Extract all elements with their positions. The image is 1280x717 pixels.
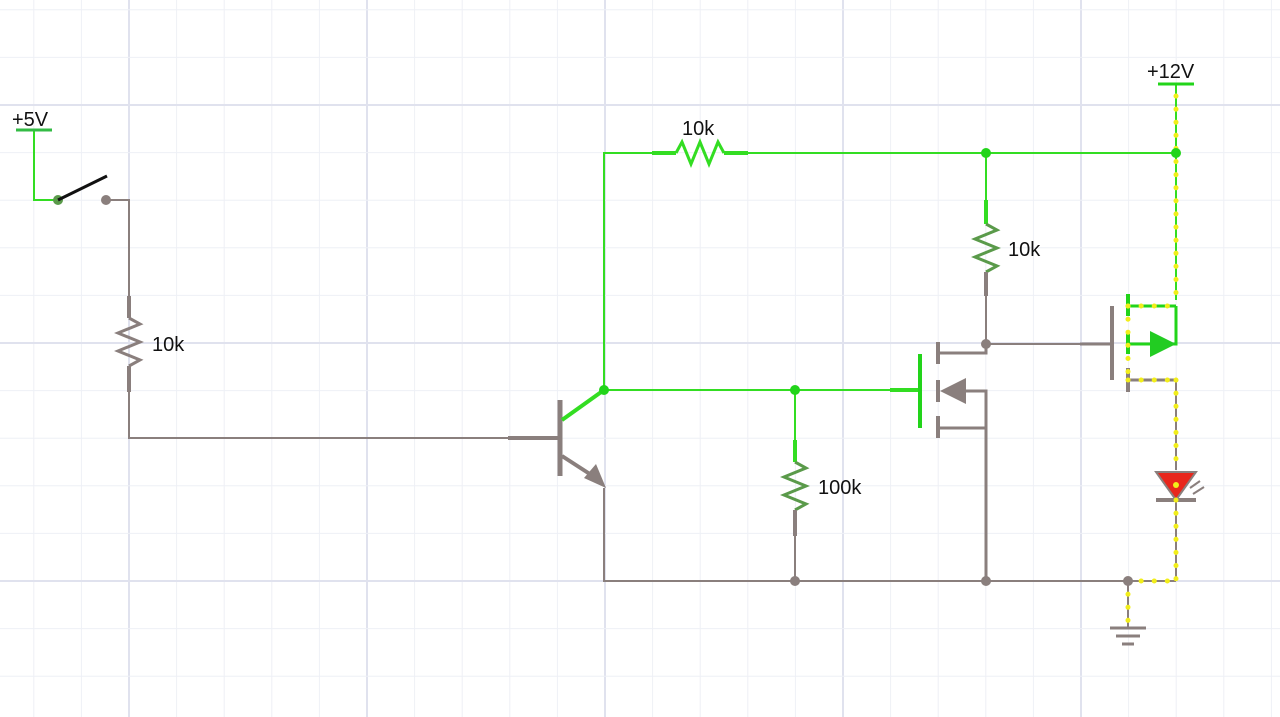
node-12v — [1171, 148, 1181, 158]
supply-5v: +5V — [12, 109, 52, 132]
supply-5v-label: +5V — [12, 109, 49, 131]
node-ground-b — [981, 576, 991, 586]
inactive-wires — [106, 199, 1177, 628]
node-ground-c — [1123, 576, 1133, 586]
resistor-pullup[interactable]: 10k — [971, 200, 1041, 296]
junction-nodes — [599, 148, 1181, 586]
resistor-pulldown[interactable]: 100k — [780, 440, 862, 536]
supply-12v-label: +12V — [1147, 61, 1195, 83]
resistor-pulldown-label: 100k — [818, 477, 862, 499]
supply-12v: +12V — [1147, 61, 1195, 86]
node-pmos-gate — [981, 339, 991, 349]
resistor-input-label: 10k — [152, 334, 185, 356]
resistor-input[interactable]: 10k — [114, 296, 185, 392]
npn-transistor[interactable] — [508, 388, 606, 488]
resistor-pullup-label: 10k — [1008, 239, 1041, 261]
node-ground-a — [790, 576, 800, 586]
ground-symbol — [1110, 626, 1146, 646]
resistor-top-label: 10k — [682, 118, 715, 140]
node-top-rail — [981, 148, 991, 158]
node-gate — [790, 385, 800, 395]
current-flow — [1125, 93, 1179, 627]
switch[interactable] — [53, 174, 111, 205]
resistor-top[interactable]: 10k — [652, 118, 748, 168]
node-collector — [599, 385, 609, 395]
